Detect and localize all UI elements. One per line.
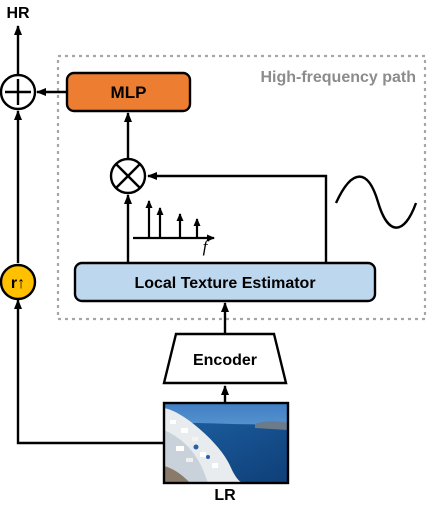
- high-frequency-path-region: [56, 54, 427, 321]
- local-texture-estimator-block: Local Texture Estimator: [73, 261, 377, 303]
- multiply-node: [109, 157, 147, 195]
- local-texture-estimator-label: Local Texture Estimator: [134, 275, 315, 292]
- lr-to-upsample-arrow: [14, 299, 164, 445]
- frequency-spectrum-icon: f: [133, 200, 215, 256]
- encoder-label: Encoder: [193, 352, 257, 369]
- encoder-block: Encoder: [162, 332, 288, 385]
- lte-sine-to-multiply-arrow: [147, 172, 328, 263]
- upsample-node: r↑: [0, 263, 37, 301]
- mlp-label: MLP: [111, 83, 147, 102]
- mlp-block: MLP: [65, 71, 192, 113]
- hr-label: HR: [6, 5, 30, 22]
- upsample-label: r↑: [11, 275, 25, 292]
- lr-label: LR: [214, 487, 236, 504]
- sum-node: [0, 73, 37, 111]
- landscape-photo-icon: [162, 401, 290, 485]
- high-frequency-path-label: High-frequency path: [260, 69, 416, 86]
- sine-wave-icon: [334, 175, 418, 229]
- frequency-axis-label: f: [203, 237, 210, 256]
